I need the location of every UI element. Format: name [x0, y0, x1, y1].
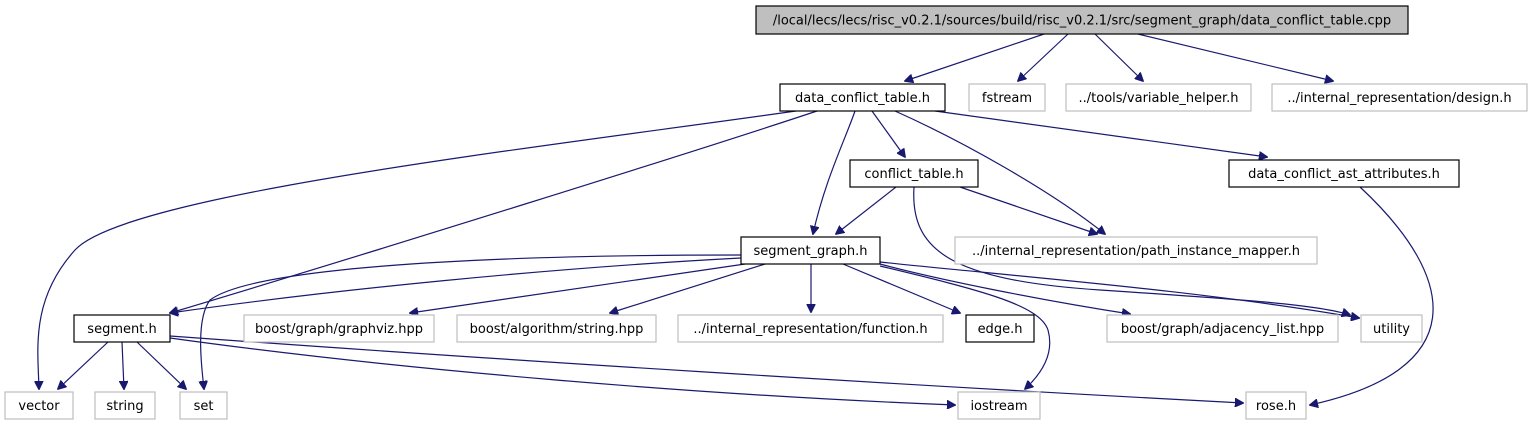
- node-box: [954, 236, 1318, 265]
- node-label: ../internal_representation/path_instance…: [972, 244, 1300, 259]
- node-label: conflict_table.h: [864, 167, 963, 182]
- node-box: [677, 314, 944, 343]
- node-label: /local/lecs/lecs/risc_v0.2.1/sources/bui…: [773, 14, 1391, 29]
- node-box: [73, 314, 171, 343]
- node-box: [1271, 83, 1528, 112]
- node-box: [1245, 391, 1307, 420]
- node-box: [243, 314, 435, 343]
- node-box: [456, 314, 657, 343]
- node-box: [740, 236, 881, 265]
- edge-dcaa-to-rose: [1310, 186, 1434, 405]
- edge-dct_h-to-segment: [170, 110, 818, 313]
- node-label: data_conflict_table.h: [795, 91, 930, 106]
- node-label: fstream: [982, 91, 1032, 106]
- node-utility: utility: [1360, 314, 1423, 343]
- node-box: [965, 314, 1035, 343]
- node-box: [779, 83, 946, 112]
- edge-root-to-dct_h: [905, 33, 1045, 81]
- node-function: ../internal_representation/function.h: [677, 314, 944, 343]
- node-label: iostream: [970, 399, 1027, 414]
- node-root[interactable]: /local/lecs/lecs/risc_v0.2.1/sources/bui…: [755, 5, 1409, 35]
- edge-dct_h-to-pim: [894, 110, 1105, 234]
- edge-segment-to-rose: [169, 335, 1243, 403]
- node-label: string: [106, 399, 143, 414]
- edge-segment_graph-to-set: [201, 254, 742, 389]
- node-label: segment.h: [87, 322, 156, 337]
- edge-segment_graph-to-adjlist: [879, 263, 1130, 314]
- node-dct_h[interactable]: data_conflict_table.h: [779, 83, 946, 112]
- edge-conflict_table-to-utility: [913, 186, 1350, 315]
- node-design: ../internal_representation/design.h: [1271, 83, 1528, 112]
- node-box: [1228, 159, 1460, 188]
- edge-dct_h-to-dcaa: [934, 110, 1267, 157]
- node-set: set: [179, 391, 228, 420]
- node-label: rose.h: [1256, 399, 1296, 414]
- node-iostream: iostream: [957, 391, 1041, 420]
- node-adjlist: boost/graph/adjacency_list.hpp: [1106, 314, 1339, 343]
- node-box: [957, 391, 1041, 420]
- node-varhelper: ../tools/variable_helper.h: [1065, 83, 1252, 112]
- edge-dct_h-to-segment_graph: [813, 110, 856, 234]
- node-segment_graph[interactable]: segment_graph.h: [740, 236, 881, 265]
- node-box: [1360, 314, 1423, 343]
- edge-segment-to-set: [136, 341, 186, 389]
- edge-segment_graph-to-edge: [842, 263, 960, 313]
- edge-root-to-varhelper: [1094, 33, 1143, 81]
- node-label: boost/graph/graphviz.hpp: [255, 322, 423, 337]
- node-box: [179, 391, 228, 420]
- edge-root-to-design: [1137, 33, 1333, 81]
- node-label: vector: [18, 399, 60, 414]
- edge-segment_graph-to-utility: [879, 261, 1359, 318]
- node-pim: ../internal_representation/path_instance…: [954, 236, 1318, 265]
- edge-segment_graph-to-segment: [170, 257, 742, 313]
- node-fstream: fstream: [968, 83, 1046, 112]
- node-box: [4, 391, 74, 420]
- node-label: set: [194, 399, 214, 414]
- node-dcaa[interactable]: data_conflict_ast_attributes.h: [1228, 159, 1460, 188]
- nodes-layer: /local/lecs/lecs/risc_v0.2.1/sources/bui…: [4, 5, 1528, 420]
- node-vector: vector: [4, 391, 74, 420]
- node-rose: rose.h: [1245, 391, 1307, 420]
- node-box: [849, 159, 979, 188]
- node-box: [1065, 83, 1252, 112]
- edge-segment-to-string: [122, 341, 124, 389]
- edge-segment-to-vector: [58, 341, 109, 389]
- node-label: utility: [1373, 322, 1410, 337]
- node-label: ../internal_representation/design.h: [1287, 91, 1511, 106]
- edge-segment_graph-to-graphviz: [410, 263, 746, 313]
- node-label: boost/graph/adjacency_list.hpp: [1121, 322, 1324, 337]
- node-string: string: [94, 391, 156, 420]
- edge-dct_h-to-conflict_table: [871, 110, 905, 157]
- edges-layer: [38, 33, 1434, 405]
- node-segment[interactable]: segment.h: [73, 314, 171, 343]
- edge-dct_h-to-vector: [38, 110, 797, 389]
- node-label: segment_graph.h: [754, 244, 868, 259]
- node-label: ../internal_representation/function.h: [693, 322, 927, 337]
- node-graphviz: boost/graph/graphviz.hpp: [243, 314, 435, 343]
- node-box: [968, 83, 1046, 112]
- node-box: [755, 5, 1409, 35]
- edge-segment_graph-to-algstring: [610, 263, 766, 313]
- edge-conflict_table-to-segment_graph: [836, 186, 897, 234]
- node-label: boost/algorithm/string.hpp: [470, 322, 644, 337]
- node-box: [94, 391, 156, 420]
- node-algstring: boost/algorithm/string.hpp: [456, 314, 657, 343]
- edge-segment-to-iostream: [169, 337, 955, 405]
- node-label: ../tools/variable_helper.h: [1079, 91, 1239, 106]
- edge-segment_graph-to-iostream: [879, 265, 1051, 389]
- node-label: data_conflict_ast_attributes.h: [1248, 167, 1440, 182]
- edge-root-to-fstream: [1018, 33, 1069, 81]
- node-edge[interactable]: edge.h: [965, 314, 1035, 343]
- edge-conflict_table-to-pim: [959, 186, 1097, 234]
- node-label: edge.h: [978, 322, 1023, 337]
- node-box: [1106, 314, 1339, 343]
- node-conflict_table[interactable]: conflict_table.h: [849, 159, 979, 188]
